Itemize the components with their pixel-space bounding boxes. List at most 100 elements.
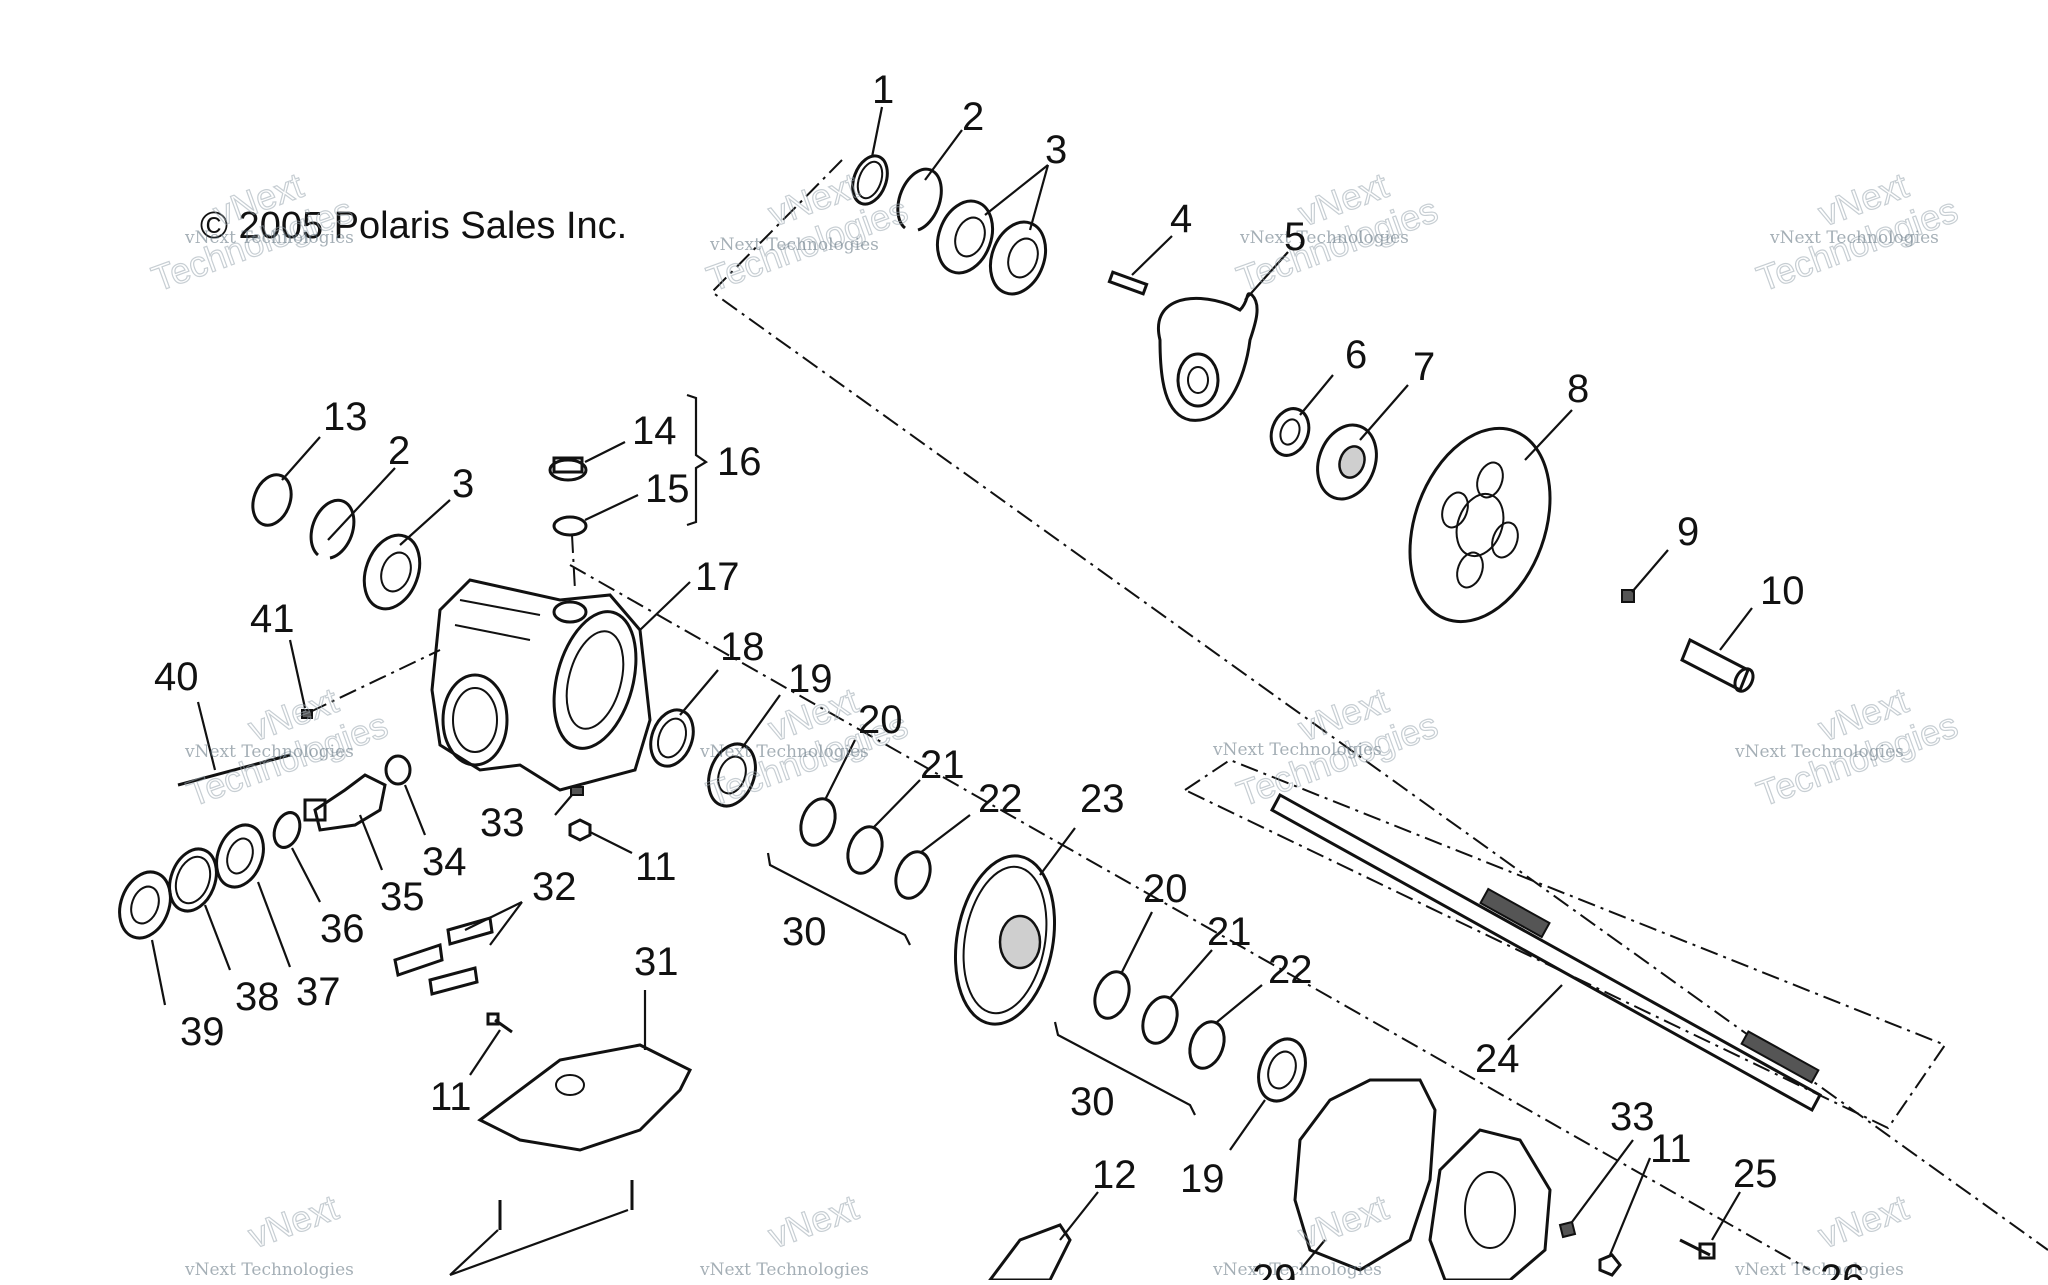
callout-37: 37 [296, 970, 341, 1014]
callout-2b: 2 [388, 429, 410, 473]
callout-20b: 20 [1143, 867, 1188, 911]
watermark-large: vNext [1813, 1186, 1914, 1256]
callout-29: 29 [1252, 1257, 1297, 1280]
pin-4 [1107, 270, 1149, 296]
callout-21b: 21 [1207, 910, 1252, 954]
circlip-2 [896, 167, 943, 232]
callout-7: 7 [1413, 345, 1435, 389]
gasket [1293, 1078, 1437, 1272]
bracket-12 [987, 1223, 1072, 1282]
bearing-37 [215, 823, 265, 889]
watermark-small: vNext Technologies [184, 1260, 354, 1280]
watermark-small: vNext Technologies [1769, 228, 1939, 248]
callout-40: 40 [154, 655, 199, 699]
gearcase-cover [1428, 1128, 1552, 1282]
watermark-small: vNext Technologies [699, 742, 869, 762]
ring-gear-23 [953, 854, 1057, 1026]
o-ring-15 [552, 515, 588, 537]
callout-17: 17 [695, 555, 740, 599]
callout-21: 21 [920, 743, 965, 787]
skid-plate-31 [477, 1043, 693, 1152]
callout-15: 15 [645, 467, 690, 511]
nut-9 [1621, 589, 1635, 603]
shim-22 [894, 850, 932, 900]
bearing-3-pair [935, 199, 1048, 296]
gearcase-housing-17 [430, 578, 652, 792]
watermark-large: vNext [243, 1186, 344, 1256]
circlip-2b [309, 498, 356, 560]
fill-plug-14 [548, 456, 588, 482]
washer-33b [1558, 1220, 1577, 1239]
watermark-small: vNext Technologies [1239, 228, 1409, 248]
callout-9: 9 [1677, 510, 1699, 554]
bolt-11 [568, 818, 592, 842]
bracket-30-bottom [1053, 1021, 1196, 1116]
callout-5: 5 [1284, 215, 1306, 259]
callout-23: 23 [1080, 777, 1125, 821]
callout-6: 6 [1345, 333, 1367, 377]
seal-39 [118, 870, 172, 940]
pin-40 [177, 753, 291, 787]
hub-7 [1316, 423, 1378, 501]
callout-10: 10 [1760, 569, 1805, 613]
callout-25: 25 [1733, 1152, 1778, 1196]
callout-30: 30 [782, 910, 827, 954]
watermark-small: vNext Technologies [1212, 740, 1382, 760]
callout-22b: 22 [1268, 948, 1313, 992]
bearing-race-34 [384, 754, 412, 786]
callout-13: 13 [323, 395, 368, 439]
watermark-small: vNext Technologies [699, 1260, 869, 1280]
dowel-41 [301, 709, 313, 719]
callout-35: 35 [380, 875, 425, 919]
washer-33 [570, 786, 584, 796]
caliper-bracket-5 [1157, 292, 1259, 422]
callout-19: 19 [788, 657, 833, 701]
callout-18: 18 [720, 625, 765, 669]
bearing-3b [362, 533, 422, 611]
watermark-small: vNext Technologies [709, 235, 879, 255]
callout-labels: 1 2 3 4 5 6 7 8 9 10 13 2 3 14 15 16 17 … [154, 68, 1865, 1285]
housing-centerline [569, 564, 1811, 1271]
shim-20 [799, 797, 837, 847]
callout-33: 33 [480, 801, 525, 845]
shim-21b [1141, 995, 1179, 1045]
watermark-group: vNext Technologies vNext Technologies vN… [146, 164, 1964, 1280]
callout-4: 4 [1170, 197, 1192, 241]
bracket-16 [686, 393, 709, 527]
axle-shaft-dashed-box [1182, 758, 1947, 1130]
callout-1: 1 [872, 68, 894, 112]
callout-36: 36 [320, 907, 365, 951]
roller-bearing-38 [168, 847, 218, 913]
callout-30b: 30 [1070, 1080, 1115, 1124]
bolt-11b [486, 1012, 513, 1034]
callout-34: 34 [422, 840, 467, 884]
shim-22b [1188, 1020, 1226, 1070]
pinion-gear-35 [303, 773, 387, 832]
snap-ring-13 [251, 473, 293, 527]
callout-14: 14 [632, 409, 677, 453]
snap-ring-1 [851, 154, 889, 206]
callout-41: 41 [250, 597, 295, 641]
washer-6 [1269, 407, 1311, 457]
callout-39: 39 [180, 1010, 225, 1054]
callout-3b: 3 [452, 462, 474, 506]
callout-2: 2 [962, 95, 984, 139]
shim-20b [1093, 970, 1131, 1020]
watermark-small: vNext Technologies [1734, 742, 1904, 762]
callout-38: 38 [235, 975, 280, 1019]
callout-11c: 11 [1650, 1127, 1692, 1171]
callout-33b: 33 [1610, 1095, 1655, 1139]
axle-shaft-24 [1269, 792, 1823, 1113]
callout-22: 22 [978, 777, 1023, 821]
callout-11: 11 [635, 845, 677, 889]
copyright-notice: © 2005 Polaris Sales Inc. [200, 205, 627, 247]
sleeve-10 [1680, 637, 1755, 693]
watermark-small: vNext Technologies [184, 742, 354, 762]
callout-26: 26 [1820, 1257, 1865, 1280]
seal-18 [649, 708, 695, 768]
brake-disc-8 [1408, 426, 1552, 624]
callout-12: 12 [1092, 1153, 1137, 1197]
leader-lines [150, 106, 1753, 1277]
callout-16: 16 [717, 440, 762, 484]
